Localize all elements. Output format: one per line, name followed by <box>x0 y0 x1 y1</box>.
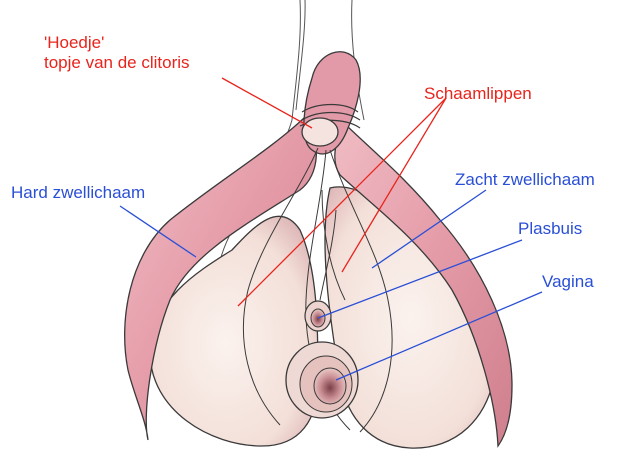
soft-erectile-body-label: Zacht zwellichaam <box>455 170 595 190</box>
labia-label: Schaamlippen <box>424 84 532 104</box>
hard-erectile-body-label: Hard zwellichaam <box>11 183 145 203</box>
hood-label-line2: topje van de clitoris <box>44 53 190 73</box>
vaginal-opening <box>286 342 358 418</box>
hood-label-line1: 'Hoedje' <box>44 33 190 53</box>
vagina-label: Vagina <box>542 272 594 292</box>
urethra-label: Plasbuis <box>518 219 582 239</box>
urethra-opening <box>305 301 331 331</box>
hood-label: 'Hoedje' topje van de clitoris <box>44 33 190 73</box>
glans <box>302 118 338 146</box>
